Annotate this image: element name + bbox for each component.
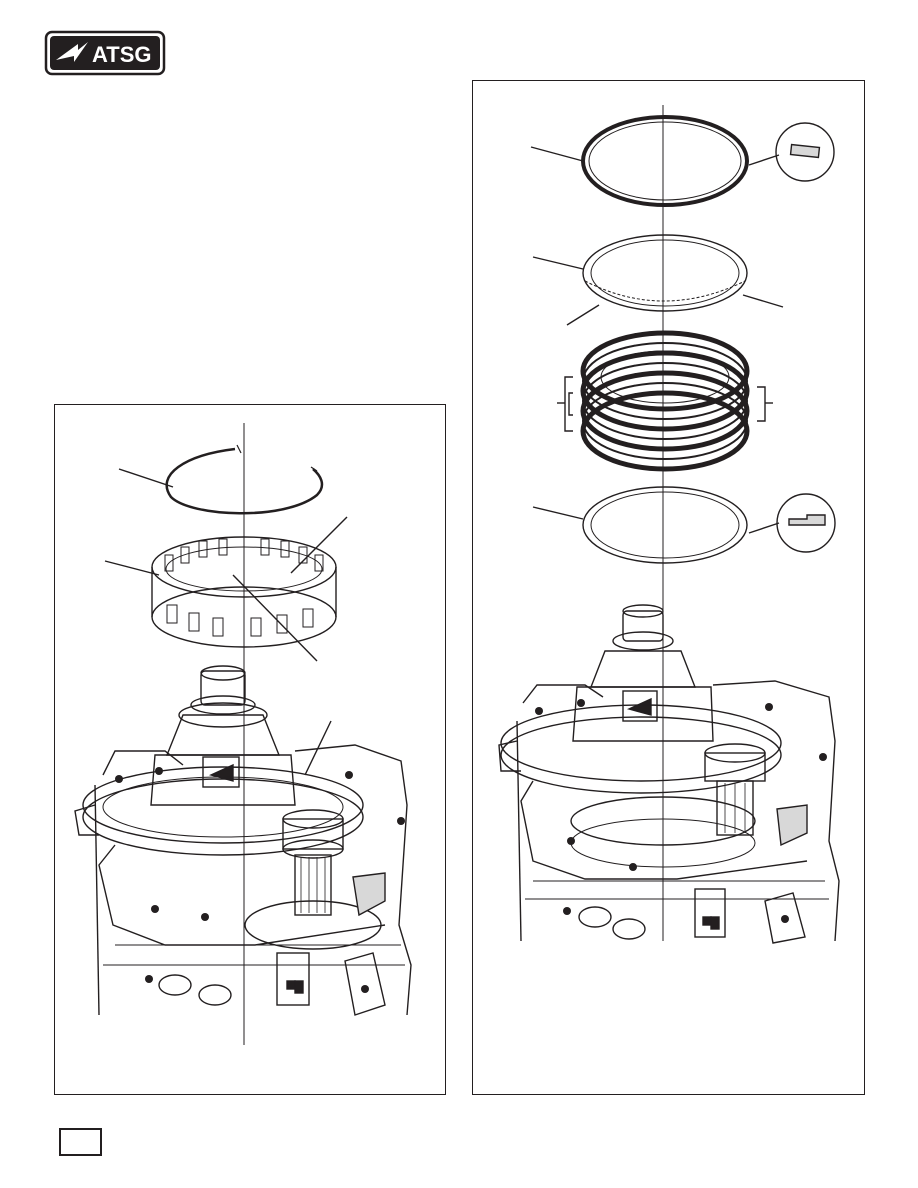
- snap-ring: [165, 444, 324, 515]
- clutch-hub: [151, 536, 337, 648]
- figure-right-panel: [472, 80, 865, 1095]
- pinion-shaft: [704, 743, 766, 836]
- differential-hub-illustration: [74, 423, 412, 1045]
- clutch-pack: [580, 330, 750, 472]
- differential-assembly: [82, 665, 364, 856]
- transmission-case: [74, 744, 412, 1016]
- snap-ring-profile-detail: [775, 122, 835, 182]
- atsg-logo: ATSG: [44, 30, 166, 76]
- snap-ring: [581, 115, 749, 207]
- logo-text: ATSG: [92, 42, 151, 67]
- differential-assembly: [500, 604, 782, 794]
- figure-left-panel: [54, 404, 446, 1095]
- page-number-box: [59, 1128, 102, 1156]
- clutch-pack-illustration: [498, 105, 840, 944]
- apply-plate: [582, 486, 748, 564]
- apply-plate-profile-detail: [776, 493, 836, 553]
- pressure-plate: [582, 234, 748, 312]
- pinion-shaft: [244, 809, 382, 950]
